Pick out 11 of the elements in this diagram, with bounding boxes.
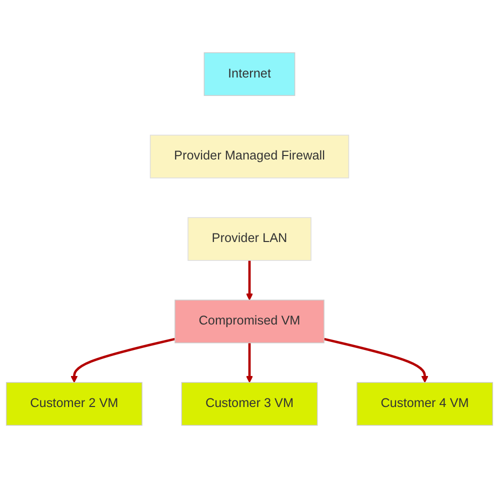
node-box: Customer 3 VM (181, 382, 318, 426)
node-box: Customer 4 VM (356, 382, 494, 426)
arrow (324, 338, 428, 383)
arrow (246, 260, 253, 300)
node-box: Provider LAN (188, 217, 312, 261)
node-box: Customer 2 VM (6, 382, 142, 426)
arrow (246, 342, 253, 383)
arrow (70, 338, 176, 383)
node-box: Provider Managed Firewall (150, 134, 350, 178)
node-box: Compromised VM (174, 300, 324, 344)
node-box: Internet (204, 52, 296, 96)
